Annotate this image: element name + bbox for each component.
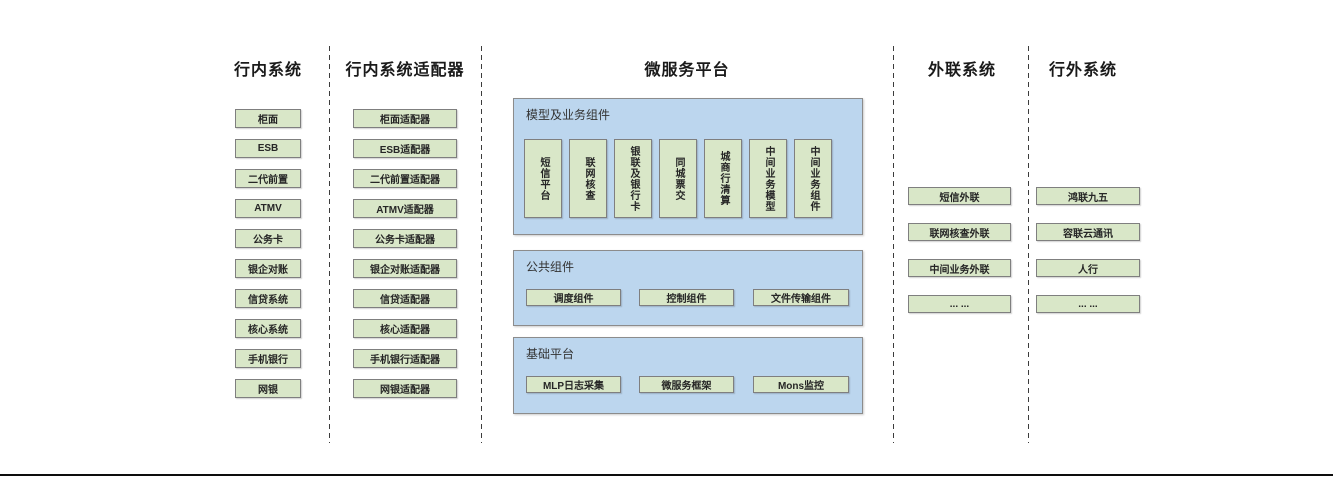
node-model-component: 中间业务组件 bbox=[794, 139, 832, 218]
node-internal: 信贷系统 bbox=[235, 289, 301, 308]
node-base-component: MLP日志采集 bbox=[526, 376, 621, 393]
node-outreach: ... ... bbox=[908, 295, 1011, 313]
node-internal: 手机银行 bbox=[235, 349, 301, 368]
node-internal: 网银 bbox=[235, 379, 301, 398]
node-adapter: 银企对账适配器 bbox=[353, 259, 457, 278]
node-adapter: ATMV适配器 bbox=[353, 199, 457, 218]
header-microservice-platform: 微服务平台 bbox=[644, 62, 730, 79]
node-common-component: 文件传输组件 bbox=[753, 289, 849, 306]
panel-model-business-components: 模型及业务组件 短信平台 联网核查 银联及银行卡 同城票交 城商行清算 中间业务… bbox=[513, 98, 863, 235]
node-label: 短信平台 bbox=[538, 156, 549, 201]
node-model-component: 短信平台 bbox=[524, 139, 562, 218]
node-outreach: 中间业务外联 bbox=[908, 259, 1011, 277]
node-model-component: 同城票交 bbox=[659, 139, 697, 218]
node-internal: 银企对账 bbox=[235, 259, 301, 278]
panel-common-components: 公共组件 调度组件 控制组件 文件传输组件 bbox=[513, 250, 863, 326]
node-outreach: 短信外联 bbox=[908, 187, 1011, 205]
dashed-separator-1 bbox=[329, 46, 330, 443]
panel-title: 模型及业务组件 bbox=[526, 108, 611, 122]
node-label: 同城票交 bbox=[673, 156, 684, 201]
node-adapter: ESB适配器 bbox=[353, 139, 457, 158]
node-external: ... ... bbox=[1036, 295, 1140, 313]
node-common-component: 控制组件 bbox=[639, 289, 734, 306]
node-internal: ATMV bbox=[235, 199, 301, 218]
node-base-component: 微服务框架 bbox=[639, 376, 734, 393]
dashed-separator-4 bbox=[1028, 46, 1029, 443]
dashed-separator-3 bbox=[893, 46, 894, 443]
node-external: 容联云通讯 bbox=[1036, 223, 1140, 241]
node-label: 联网核查 bbox=[583, 156, 594, 201]
header-internal-adapters: 行内系统适配器 bbox=[345, 62, 465, 79]
node-model-component: 银联及银行卡 bbox=[614, 139, 652, 218]
node-label: 城商行清算 bbox=[718, 151, 729, 206]
node-adapter: 公务卡适配器 bbox=[353, 229, 457, 248]
node-external: 人行 bbox=[1036, 259, 1140, 277]
node-internal: 柜面 bbox=[235, 109, 301, 128]
panel-title: 基础平台 bbox=[526, 347, 575, 361]
node-adapter: 核心适配器 bbox=[353, 319, 457, 338]
header-outreach-systems: 外联系统 bbox=[927, 62, 996, 79]
panel-title: 公共组件 bbox=[526, 260, 575, 274]
node-model-component: 中间业务模型 bbox=[749, 139, 787, 218]
node-internal: ESB bbox=[235, 139, 301, 158]
node-label: 中间业务模型 bbox=[763, 145, 774, 212]
header-internal-systems: 行内系统 bbox=[233, 62, 302, 79]
node-outreach: 联网核查外联 bbox=[908, 223, 1011, 241]
node-adapter: 柜面适配器 bbox=[353, 109, 457, 128]
node-internal: 核心系统 bbox=[235, 319, 301, 338]
node-label: 银联及银行卡 bbox=[628, 145, 639, 212]
node-common-component: 调度组件 bbox=[526, 289, 621, 306]
node-adapter: 手机银行适配器 bbox=[353, 349, 457, 368]
bottom-rule-line bbox=[0, 474, 1333, 476]
node-adapter: 二代前置适配器 bbox=[353, 169, 457, 188]
node-model-component: 联网核查 bbox=[569, 139, 607, 218]
node-internal: 公务卡 bbox=[235, 229, 301, 248]
node-base-component: Mons监控 bbox=[753, 376, 849, 393]
node-external: 鸿联九五 bbox=[1036, 187, 1140, 205]
dashed-separator-2 bbox=[481, 46, 482, 443]
node-model-component: 城商行清算 bbox=[704, 139, 742, 218]
header-external-systems: 行外系统 bbox=[1048, 62, 1117, 79]
node-label: 中间业务组件 bbox=[808, 145, 819, 212]
panel-base-platform: 基础平台 MLP日志采集 微服务框架 Mons监控 bbox=[513, 337, 863, 414]
node-adapter: 信贷适配器 bbox=[353, 289, 457, 308]
node-adapter: 网银适配器 bbox=[353, 379, 457, 398]
node-internal: 二代前置 bbox=[235, 169, 301, 188]
